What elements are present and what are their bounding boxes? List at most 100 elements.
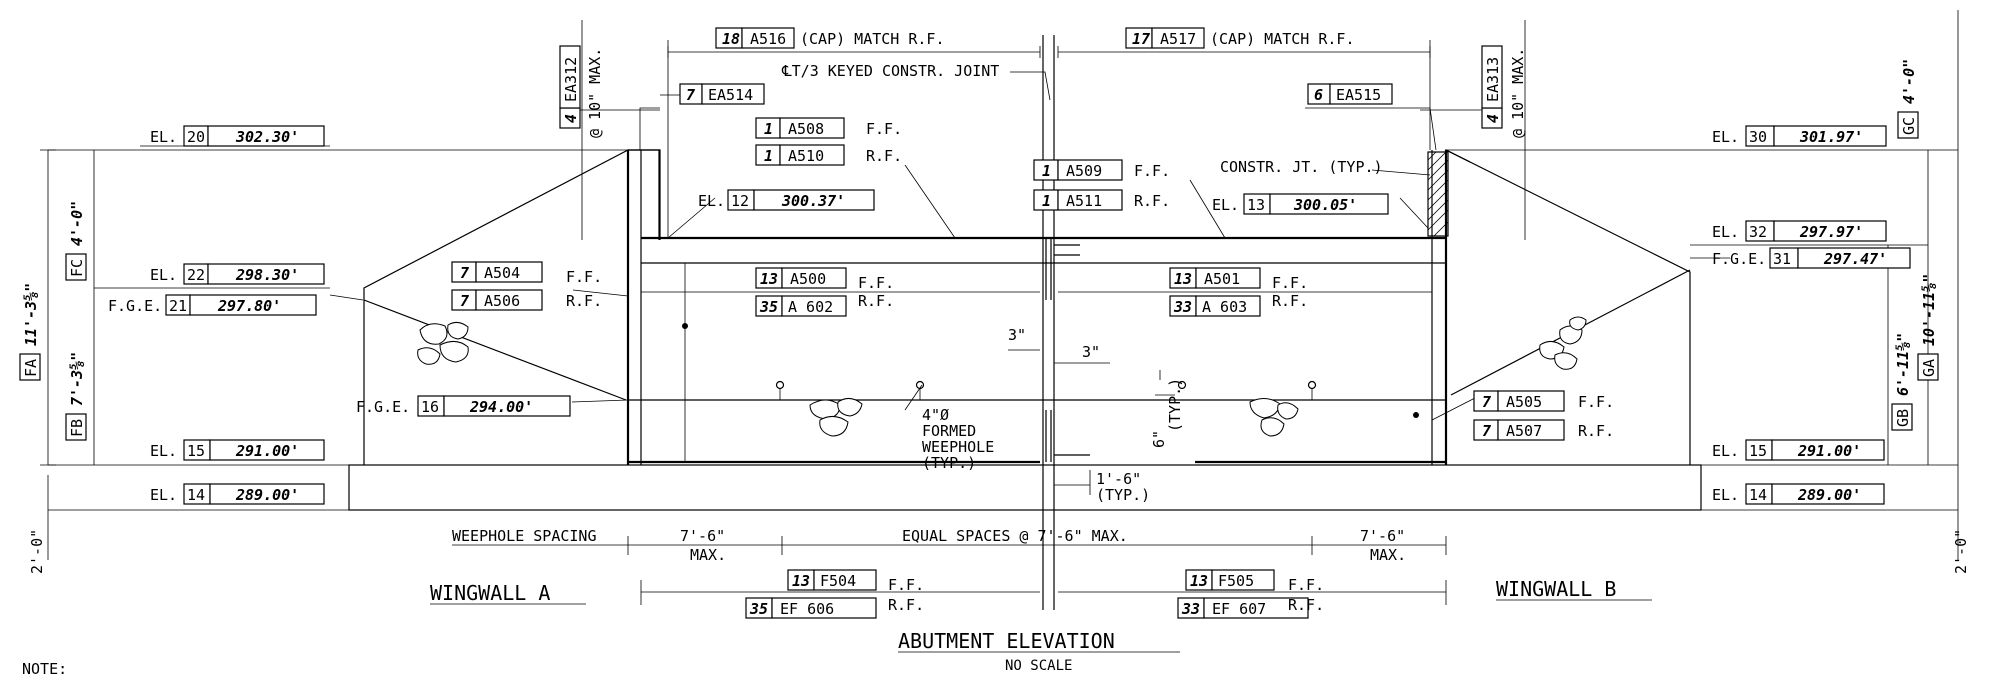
ef607-rf: R.F.: [1288, 596, 1324, 614]
rock-cluster-center: [809, 398, 863, 437]
el22-val: 298.30': [235, 266, 299, 284]
structure: [348, 35, 1702, 610]
el32-no: 32: [1749, 223, 1767, 241]
a509-qty: 1: [1042, 162, 1051, 180]
a602-qty: 35: [759, 298, 778, 316]
a516-note: (CAP) MATCH R.F.: [800, 30, 945, 48]
el20-val: 302.30': [235, 128, 299, 146]
el20-label: EL.: [150, 128, 177, 146]
a508-mark: A508: [788, 120, 824, 138]
fa-label: FA: [22, 359, 40, 377]
el15-left-val: 291.00': [235, 442, 299, 460]
a603-rf: R.F.: [1272, 292, 1308, 310]
a516-mark: A516: [750, 30, 786, 48]
a508-qty: 1: [764, 120, 773, 138]
joint-key: [1045, 238, 1052, 462]
elevations-left: EL. 20 302.30' EL. 22 298.30' F.G.E. 21 …: [108, 125, 1389, 505]
dim-1-6: 1'-6": [1096, 470, 1141, 488]
weephole-spacing-label: WEEPHOLE SPACING: [452, 527, 597, 545]
weephole-label-4: (TYP.): [922, 454, 976, 472]
constr-joint-hatch: [1427, 151, 1449, 237]
footing-left-dim: 2'-0": [28, 529, 46, 574]
a510-qty: 1: [764, 147, 773, 165]
ea515-mark: EA515: [1336, 86, 1381, 104]
el12-no: 12: [731, 192, 749, 210]
a506-mark: A506: [484, 292, 520, 310]
a509-mark: A509: [1066, 162, 1102, 180]
a504-qty: 7: [460, 264, 469, 282]
gb-val: 6'-11⅝": [1894, 333, 1912, 396]
equal-spaces-label: EQUAL SPACES @ 7'-6" MAX.: [902, 527, 1128, 545]
a505-mark: A505: [1506, 393, 1542, 411]
el14-left-label: EL.: [150, 486, 177, 504]
a506-qty: 7: [460, 292, 469, 310]
weephole-label-2: FORMED: [922, 422, 976, 440]
el15-left-no: 15: [187, 442, 205, 460]
a508-ff: F.F.: [866, 120, 902, 138]
fge16-no: 16: [421, 398, 439, 416]
a603-qty: 33: [1173, 298, 1192, 316]
note-label: NOTE:: [22, 660, 67, 676]
el15-right-no: 15: [1749, 442, 1767, 460]
right-shoulder: [1445, 149, 1471, 163]
fge31-label: F.G.E.: [1712, 250, 1766, 268]
el30-label: EL.: [1712, 128, 1739, 146]
ga-label: GA: [1920, 359, 1938, 377]
a505-qty: 7: [1482, 393, 1491, 411]
a500-ff: F.F.: [858, 274, 894, 292]
el30-no: 30: [1749, 128, 1767, 146]
left-shoulder: [628, 149, 661, 240]
ef606-rf: R.F.: [888, 596, 924, 614]
ea313-mark: EA313: [1484, 57, 1502, 102]
dim-7-6-left-max: MAX.: [690, 546, 726, 564]
ea313-qty: 4: [1484, 114, 1502, 123]
weephole-4: [1307, 380, 1317, 390]
a504-ff: F.F.: [566, 268, 602, 286]
weephole-label-3: WEEPHOLE: [922, 438, 994, 456]
a517-mark: A517: [1160, 30, 1196, 48]
el22-label: EL.: [150, 266, 177, 284]
el12-val: 300.37': [781, 192, 845, 210]
ef607-qty: 33: [1181, 600, 1200, 618]
a501-qty: 13: [1174, 270, 1192, 288]
el14-left-no: 14: [187, 486, 205, 504]
dim-7-6-left: 7'-6": [680, 527, 725, 545]
a511-qty: 1: [1042, 192, 1051, 210]
a506-rf: R.F.: [566, 292, 602, 310]
dim-6-typ: (TYP.): [1166, 378, 1184, 432]
a517-note: (CAP) MATCH R.F.: [1210, 30, 1355, 48]
gc-label: GC: [1900, 117, 1918, 135]
rock-cluster-right: [1539, 316, 1587, 370]
el20-no: 20: [187, 128, 205, 146]
f505-ff: F.F.: [1288, 576, 1324, 594]
ea514-qty: 7: [686, 86, 695, 104]
weephole-1: [775, 380, 785, 390]
el32-val: 297.97': [1799, 223, 1863, 241]
el32-label: EL.: [1712, 223, 1739, 241]
hatch-lines: [1427, 151, 1449, 237]
el15-right-label: EL.: [1712, 442, 1739, 460]
ef606-mark: EF 606: [780, 600, 834, 618]
fa-val: 11'-3⅝": [22, 283, 40, 346]
a511-rf: R.F.: [1134, 192, 1170, 210]
f504-mark: F504: [820, 572, 856, 590]
a504-mark: A504: [484, 264, 520, 282]
fc-val: 4'-0": [68, 201, 86, 246]
fge16-val: 294.00': [469, 398, 533, 416]
a505-ff: F.F.: [1578, 393, 1614, 411]
ea515-qty: 6: [1314, 86, 1323, 104]
weephole-label-1: 4"Ø: [922, 406, 949, 424]
a510-rf: R.F.: [866, 147, 902, 165]
vertical-dimensions: FA 11'-3⅝" FB 7'-3⅝" FC 4'-0" GA 10'-11⅝…: [19, 59, 1970, 574]
el14-right-label: EL.: [1712, 486, 1739, 504]
el14-right-no: 14: [1749, 486, 1767, 504]
ef607-mark: EF 607: [1212, 600, 1266, 618]
el13-no: 13: [1247, 196, 1265, 214]
el15-left-label: EL.: [150, 442, 177, 460]
rock-cluster-left: [417, 321, 469, 365]
constr-jt-label: CONSTR. JT. (TYP.): [1220, 158, 1383, 176]
fc-label: FC: [68, 259, 86, 277]
wingwall-a-grade: [363, 299, 627, 401]
f505-mark: F505: [1218, 572, 1254, 590]
riprap-rocks: [417, 316, 1587, 437]
